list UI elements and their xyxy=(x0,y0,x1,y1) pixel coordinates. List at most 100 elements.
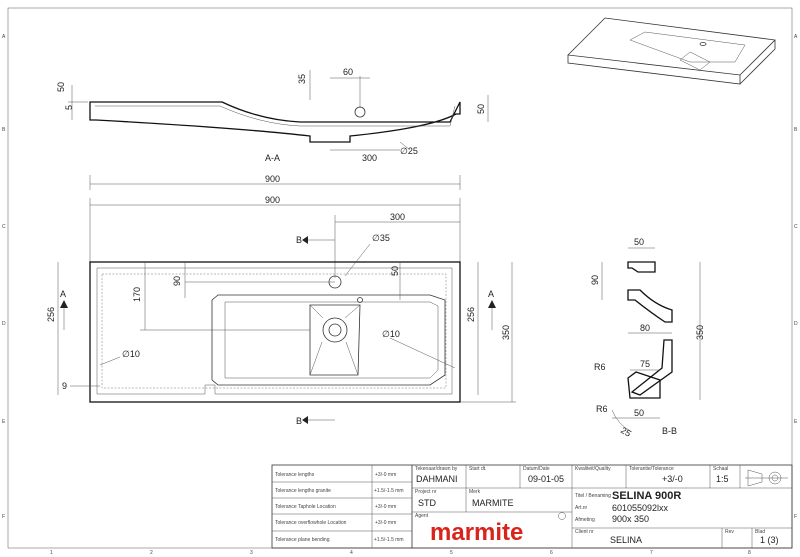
section-marker-b-bottom: B xyxy=(296,416,302,426)
tolerance-label: Tolerance plane bending xyxy=(275,537,330,543)
col-number: 3 xyxy=(250,550,253,556)
basin-outline xyxy=(89,261,461,403)
tolerance-label: Tolerance Taphole Location xyxy=(275,504,336,510)
section-marker-arrow xyxy=(302,416,308,424)
overflow-hole xyxy=(354,106,366,118)
dim-50-bb-top: 50 xyxy=(634,237,644,247)
row-letter: F xyxy=(794,514,797,520)
section-aa-profile xyxy=(89,101,461,143)
tolerance-label: Tolerance overflowhole Location xyxy=(275,520,347,526)
marmite-logo: marmite xyxy=(430,512,566,546)
isometric-view xyxy=(567,17,776,85)
tb-date: 09-01-05 xyxy=(528,474,564,484)
logo-text: marmite xyxy=(430,519,523,546)
tb-caption-article: Art.nr xyxy=(575,505,588,511)
section-marker-b-top: B xyxy=(296,235,302,245)
dim-50-bb-bottom: 50 xyxy=(634,408,644,418)
drain-line xyxy=(344,304,361,319)
tb-article: 601055092lxx xyxy=(612,503,669,513)
dim-9: 9 xyxy=(62,381,67,391)
tb-caption: Project nr xyxy=(415,489,437,495)
dim-diameter-10-left: ∅10 xyxy=(122,349,140,359)
row-letter: B xyxy=(794,127,798,133)
row-letter: E xyxy=(2,419,6,425)
projection-symbol-icon xyxy=(745,469,788,487)
dim-256-left: 256 xyxy=(46,307,56,322)
drain-line xyxy=(345,341,359,376)
dim-5: 5 xyxy=(64,105,74,110)
dim-75-bb: 75 xyxy=(640,359,650,369)
tb-caption: Titel / Benaming xyxy=(575,493,611,499)
row-letter: C xyxy=(2,224,6,230)
dim-90-bb: 90 xyxy=(590,275,600,285)
overflow-hole-plan xyxy=(357,297,363,303)
plan-view: 900 300 ∅35 90 50 170 256 256 350 xyxy=(46,195,516,426)
dim-diameter-10-right: ∅10 xyxy=(382,329,400,339)
dim-leader xyxy=(389,337,456,369)
tolerance-value: +1.5/-1.5 mm xyxy=(374,488,404,494)
iso-tap-hole xyxy=(699,42,707,46)
col-number: 4 xyxy=(350,550,353,556)
bb-bottom-profile-lower xyxy=(627,371,661,399)
dim-leader xyxy=(99,356,121,366)
col-number: 5 xyxy=(450,550,453,556)
tb-caption: Start dt. xyxy=(469,466,487,472)
tb-caption: Datum/Date xyxy=(523,466,550,472)
tb-client: SELINA xyxy=(610,535,642,545)
tolerance-value: +1.5/-1.5 mm xyxy=(374,537,404,543)
drain-hole-outer xyxy=(322,317,348,343)
tb-caption: Blad xyxy=(755,529,765,535)
tb-caption: Rev xyxy=(725,529,734,535)
section-marker-arrow xyxy=(60,300,68,308)
dim-170: 170 xyxy=(132,287,142,302)
iso-side-face xyxy=(739,40,776,85)
tb-caption: Client nr xyxy=(575,529,594,535)
dim-80-bb: 80 xyxy=(640,323,650,333)
bb-bottom-profile-upper xyxy=(630,339,673,396)
tb-caption: Agent xyxy=(415,513,429,519)
dim-50-left: 50 xyxy=(56,82,66,92)
row-letters: A B C D E F A B C D E F xyxy=(2,34,798,520)
tb-caption: Afmeting xyxy=(575,517,595,523)
iso-front-face xyxy=(567,55,741,85)
dim-900-aa: 900 xyxy=(265,174,280,184)
drain-line xyxy=(309,341,323,376)
tolerance-value: +3/-0 mm xyxy=(375,504,396,510)
bb-arc xyxy=(611,409,633,433)
dim-900-plan: 900 xyxy=(265,195,280,205)
bowl-inner xyxy=(224,301,439,379)
tb-caption: Tolerantie/Tolerance xyxy=(629,466,674,472)
row-letter: F xyxy=(2,514,5,520)
dim-leader xyxy=(344,243,371,277)
column-numbers: 1 2 3 4 5 6 7 8 xyxy=(50,550,751,556)
bowl-outline xyxy=(211,294,446,386)
iso-drain xyxy=(679,51,711,71)
title-block: Tolerance lengths +3/-0 mm Tolerance len… xyxy=(271,464,793,549)
row-letter: D xyxy=(2,321,6,327)
section-aa-label: A-A xyxy=(265,153,280,163)
drain-recess xyxy=(309,304,361,376)
tb-title: SELINA 900R xyxy=(612,490,681,502)
section-marker-a-right: A xyxy=(488,289,494,299)
dim-leader xyxy=(399,141,411,151)
col-number: 1 xyxy=(50,550,53,556)
dim-300: 300 xyxy=(362,153,377,163)
basin-inner-edge xyxy=(96,267,453,395)
section-aa-inner-line xyxy=(95,105,456,127)
tb-drawn-by: DAHMANI xyxy=(416,474,458,484)
registered-icon xyxy=(558,512,566,520)
section-marker-arrow xyxy=(302,236,308,244)
radius-r6-bottom: R6 xyxy=(596,404,608,414)
drain-hole-inner xyxy=(328,323,342,337)
row-letter: A xyxy=(2,34,6,40)
basin-hidden-edge xyxy=(101,273,447,389)
dim-350-bb: 350 xyxy=(695,325,705,340)
tb-caption: Kwaliteit/Quality xyxy=(575,466,611,472)
tb-caption: Schaal xyxy=(713,466,728,472)
tolerance-value: +3/-0 mm xyxy=(375,472,396,478)
tolerance-label: Tolerance lengths granite xyxy=(275,488,331,494)
section-marker-arrow xyxy=(488,300,496,308)
dim-300-plan: 300 xyxy=(390,212,405,222)
dim-50-plan: 50 xyxy=(390,266,400,276)
